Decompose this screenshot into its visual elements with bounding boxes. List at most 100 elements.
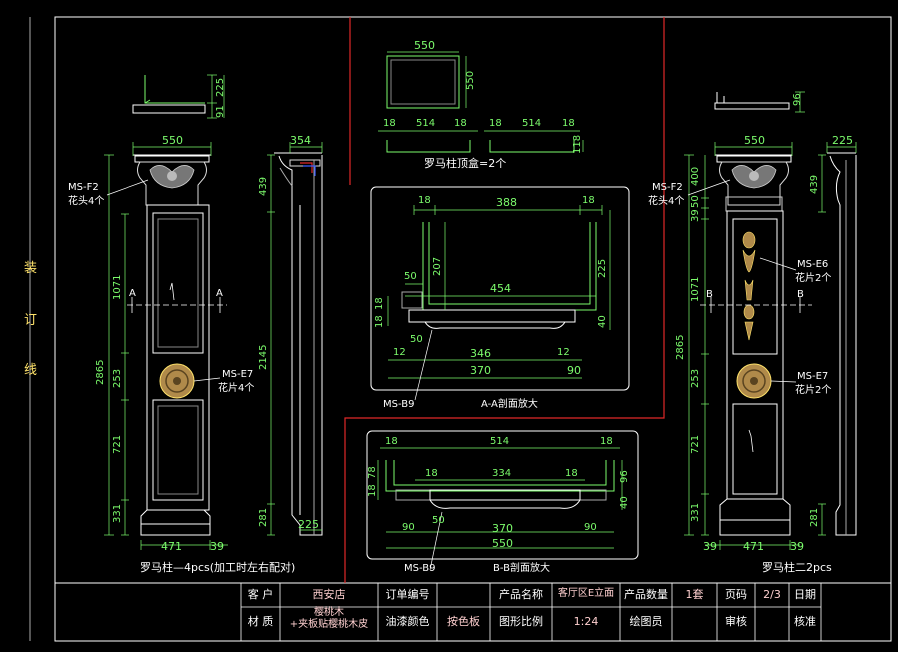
top-box-dim-r1-a: 18 bbox=[383, 118, 396, 129]
left-section-line-a bbox=[127, 282, 227, 313]
right-section-line-b bbox=[700, 297, 812, 453]
left-column-front bbox=[133, 154, 211, 536]
sec-b-dim-550: 550 bbox=[492, 537, 513, 550]
sec-b-dim-top-a: 18 bbox=[385, 436, 398, 447]
sheet-frame bbox=[29, 16, 892, 642]
section-a-leader bbox=[414, 329, 433, 401]
right-dim-seg-4: 1071 bbox=[690, 276, 701, 302]
top-box-dim-width: 550 bbox=[414, 39, 435, 52]
section-b-dims bbox=[377, 447, 623, 549]
sec-b-dim-top-c: 18 bbox=[600, 436, 613, 447]
tb-paint-label: 油漆颜色 bbox=[385, 615, 430, 628]
tb-product-label: 产品名称 bbox=[499, 588, 543, 601]
left-side-dim-capital: 439 bbox=[258, 176, 269, 196]
tb-order-label: 订单编号 bbox=[385, 588, 430, 601]
left-tag-2-desc: 花片4个 bbox=[218, 383, 255, 394]
right-column-front bbox=[715, 154, 792, 536]
sec-b-dim-370: 370 bbox=[492, 522, 513, 535]
sec-a-dim-top-c: 18 bbox=[582, 195, 595, 206]
binding-char-3: 线 bbox=[24, 363, 38, 378]
section-a-frame bbox=[370, 186, 630, 391]
left-side-dim-base-width: 225 bbox=[298, 518, 319, 531]
left-top-dim-h2: 91 bbox=[215, 105, 226, 118]
tb-qty-value: 1套 bbox=[685, 588, 704, 601]
tb-material-label: 材 质 bbox=[247, 615, 274, 628]
sec-b-dim-left-a: 78 bbox=[367, 466, 378, 479]
left-column-title: 罗马柱—4pcs(加工时左右配对) bbox=[140, 561, 296, 574]
left-capital-ornament bbox=[149, 165, 195, 189]
tb-review-label: 审核 bbox=[725, 615, 747, 628]
right-rosette bbox=[736, 363, 772, 399]
left-front-dims bbox=[104, 142, 228, 550]
tb-scale-value: 1:24 bbox=[573, 615, 599, 628]
tb-scale-label: 图形比例 bbox=[499, 615, 543, 628]
right-tag-1: MS-F2 bbox=[652, 182, 683, 193]
top-box-plan bbox=[386, 55, 460, 109]
right-column-title: 罗马柱二2pcs bbox=[762, 561, 832, 574]
sec-b-title: B-B剖面放大 bbox=[493, 563, 550, 574]
left-tag-1-desc: 花头4个 bbox=[68, 196, 105, 207]
sec-a-dim-top-b: 388 bbox=[496, 196, 517, 209]
top-box-sections bbox=[386, 140, 575, 153]
left-dim-top-width: 550 bbox=[162, 134, 183, 147]
left-dim-total: 2865 bbox=[95, 359, 106, 385]
sec-b-dim-b50: 50 bbox=[432, 515, 445, 526]
sec-a-dim-top-a: 18 bbox=[418, 195, 431, 206]
left-dim-seg-4: 331 bbox=[112, 503, 123, 523]
section-b-leader bbox=[429, 511, 443, 571]
left-side-dims bbox=[267, 142, 323, 536]
right-side-dim-capital: 439 bbox=[809, 174, 820, 194]
left-side-dim-base: 281 bbox=[258, 507, 269, 527]
sec-a-dim-12-r: 12 bbox=[557, 347, 570, 358]
right-front-dims bbox=[684, 142, 800, 550]
tb-product-value: 客厅区E立面 bbox=[557, 588, 615, 599]
left-tag-2: MS-E7 bbox=[222, 369, 254, 380]
right-top-plan bbox=[714, 92, 790, 110]
right-dim-top-width: 550 bbox=[744, 134, 765, 147]
sec-b-dim-90-r: 90 bbox=[584, 522, 597, 533]
right-leaders bbox=[687, 179, 797, 383]
binding-char-2: 订 bbox=[24, 313, 38, 328]
left-section-mark-l: A bbox=[129, 288, 136, 299]
tb-date-label: 日期 bbox=[794, 588, 816, 601]
red-grouping-lines bbox=[344, 17, 665, 583]
sec-a-dim-12-l: 12 bbox=[393, 347, 406, 358]
left-tag-1: MS-F2 bbox=[68, 182, 99, 193]
right-dim-seg-7: 331 bbox=[690, 502, 701, 522]
right-dim-bottom-right: 39 bbox=[790, 540, 804, 553]
left-top-dim-h1: 225 bbox=[215, 77, 226, 97]
tb-page-value: 2/3 bbox=[763, 588, 781, 601]
tb-client-value: 西安店 bbox=[312, 588, 346, 601]
top-box-dim-side: 118 bbox=[572, 134, 583, 154]
sec-b-dim-right-a: 96 bbox=[619, 470, 630, 483]
sec-a-dim-225: 225 bbox=[597, 258, 608, 278]
right-tag-3: MS-E7 bbox=[797, 371, 829, 382]
right-tag-2-desc: 花片2个 bbox=[795, 273, 832, 284]
sec-a-dim-370: 370 bbox=[470, 364, 491, 377]
right-dim-seg-3: 39 bbox=[690, 209, 701, 222]
right-top-dim-h1: 96 bbox=[792, 93, 803, 106]
sec-a-dim-left-a: 18 bbox=[374, 297, 385, 310]
right-dim-seg-2: 50 bbox=[690, 195, 701, 208]
left-leaders bbox=[106, 179, 221, 382]
left-dim-seg-3: 721 bbox=[112, 434, 123, 454]
top-box-dim-r2-c: 18 bbox=[562, 118, 575, 129]
right-dim-total: 2865 bbox=[675, 334, 686, 360]
right-section-mark-l: B bbox=[706, 289, 713, 300]
section-b-frame bbox=[366, 430, 639, 560]
sec-a-title: A-A剖面放大 bbox=[481, 399, 538, 410]
left-section-mark-r: A bbox=[216, 288, 223, 299]
left-dim-seg-2: 253 bbox=[112, 368, 123, 388]
sec-a-dim-50: 50 bbox=[404, 271, 417, 282]
sec-b-tag: MS-B9 bbox=[404, 563, 436, 574]
tb-client-label: 客 户 bbox=[247, 588, 274, 601]
sec-a-dim-left-b: 18 bbox=[374, 315, 385, 328]
left-side-accent bbox=[300, 162, 316, 176]
tb-page-label: 页码 bbox=[725, 588, 747, 601]
left-dim-bottom-right: 39 bbox=[210, 540, 224, 553]
left-top-plan bbox=[132, 75, 206, 114]
top-box-dim-r2-b: 514 bbox=[522, 118, 542, 129]
tb-paint-value: 按色板 bbox=[447, 615, 480, 628]
right-column-side bbox=[827, 152, 857, 536]
sec-b-dim-mid-c: 18 bbox=[565, 468, 578, 479]
